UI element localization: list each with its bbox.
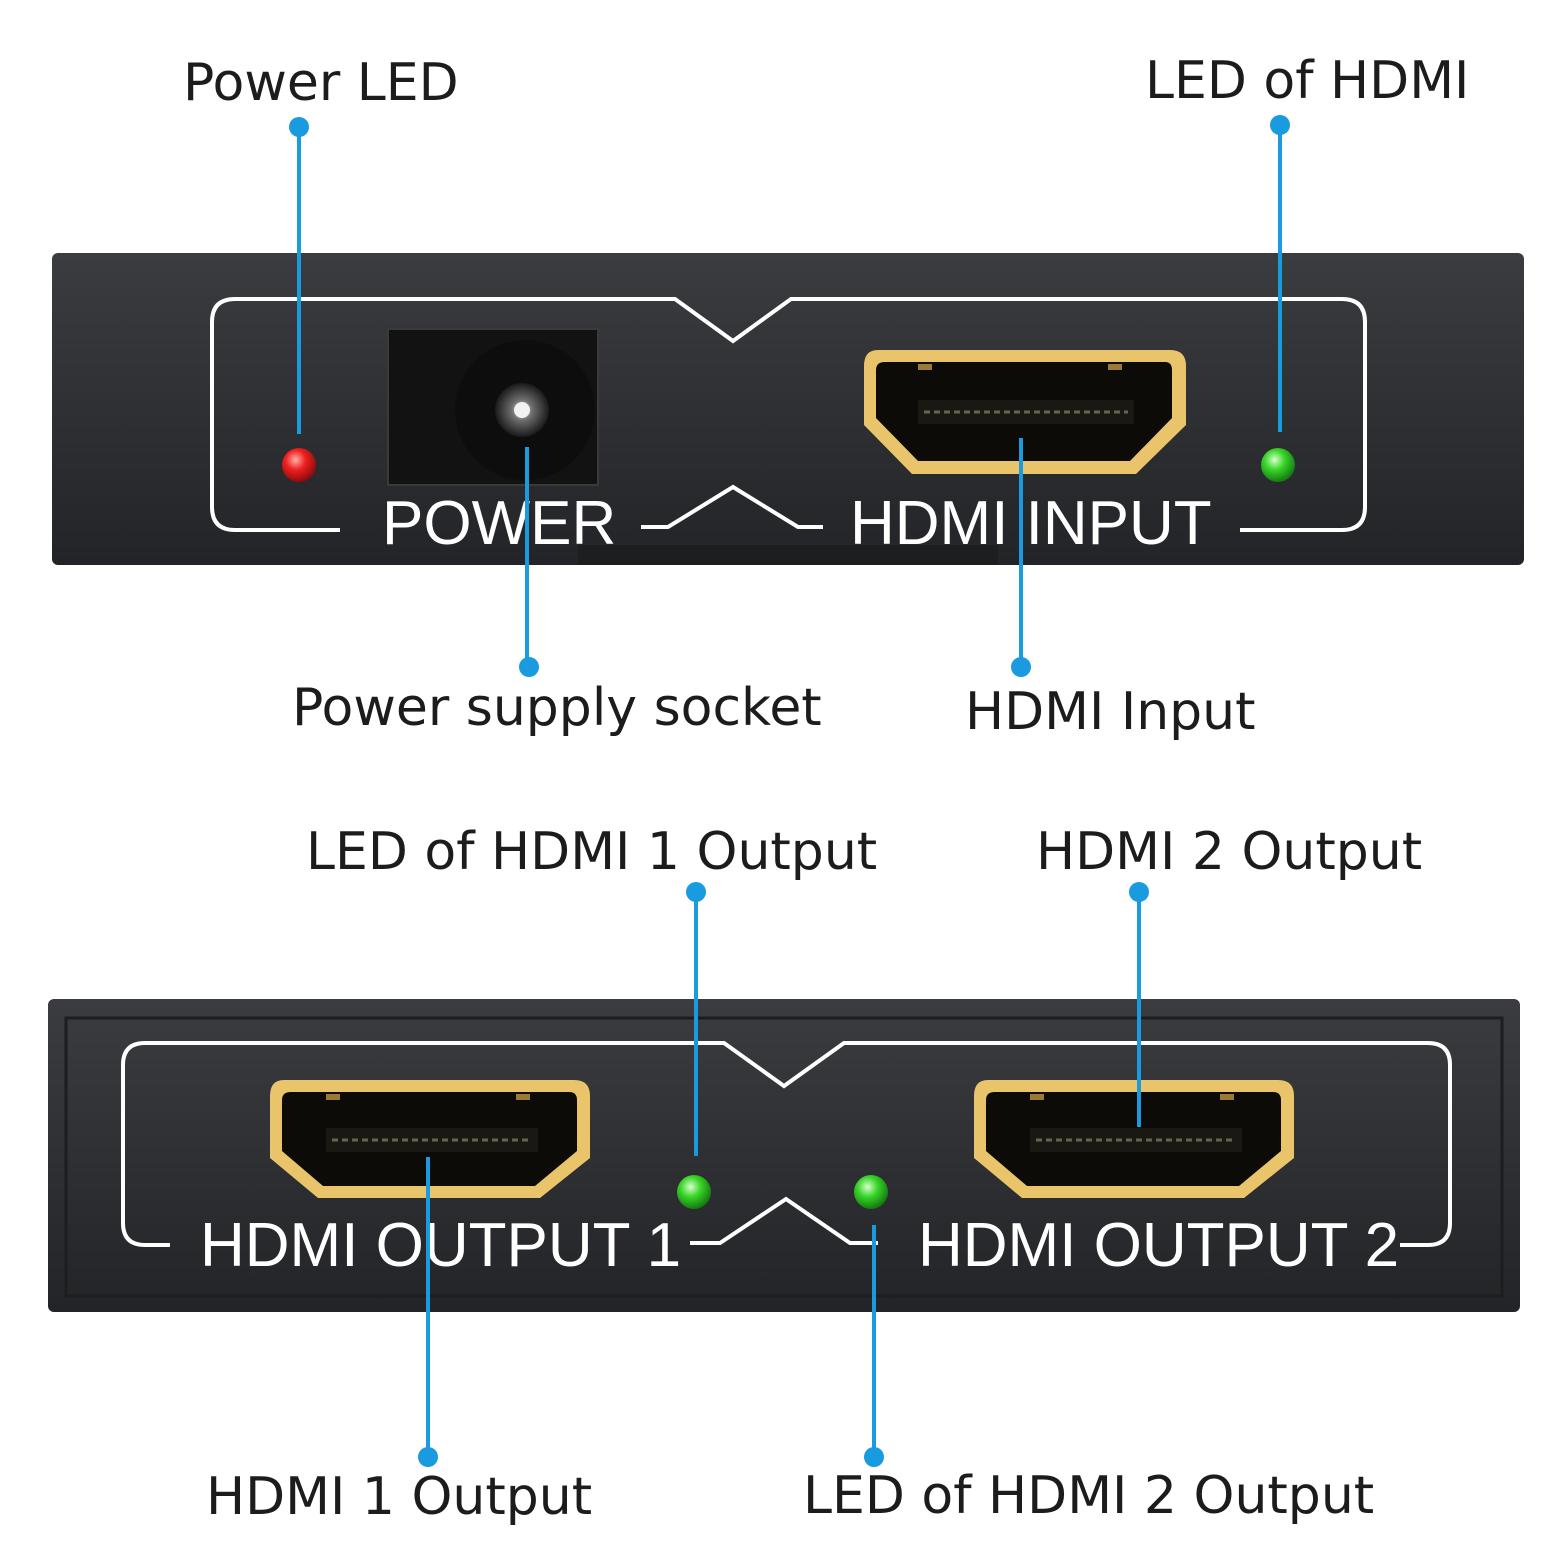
front-panel: POWER HDMI INPUT <box>52 253 1524 565</box>
callout-hdmi-1-output: HDMI 1 Output <box>206 1467 592 1527</box>
front-panel-chevron <box>641 484 823 529</box>
power-led-icon <box>282 448 316 482</box>
rear-panel-outline <box>121 1041 1452 1247</box>
rear-panel: HDMI OUTPUT 1 HDMI OUTPUT 2 <box>48 999 1520 1312</box>
callout-led-of-hdmi: LED of HDMI <box>1145 51 1469 111</box>
rear-panel-body <box>48 999 1520 1312</box>
front-panel-outline <box>210 297 1367 532</box>
leader-dot-hdmi-input <box>1011 657 1031 677</box>
hdmi-output-1-led-icon <box>677 1175 711 1209</box>
hdmi-input-port <box>864 350 1186 474</box>
front-panel-bottom-edge <box>578 545 998 565</box>
hdmi-output-2-port <box>974 1080 1294 1198</box>
leader-dot-power-supply-socket <box>519 657 539 677</box>
power-panel-label: POWER <box>382 489 616 558</box>
leader-dot-hdmi-1-output <box>418 1447 438 1467</box>
callout-power-supply-socket: Power supply socket <box>292 678 822 738</box>
leader-dot-power-led <box>289 117 309 137</box>
leader-lines <box>289 115 1290 1467</box>
rear-panel-chevron <box>690 1196 878 1245</box>
leader-dot-led-of-hdmi <box>1270 115 1290 135</box>
callout-power-led: Power LED <box>183 53 459 113</box>
leader-dot-led-of-hdmi-1-output <box>686 882 706 902</box>
callout-hdmi-input: HDMI Input <box>965 682 1256 742</box>
callout-led-of-hdmi-1-output: LED of HDMI 1 Output <box>306 822 877 882</box>
hdmi-output-2-led-icon <box>854 1175 888 1209</box>
hdmi-output-1-port <box>270 1080 590 1198</box>
callout-hdmi-2-output: HDMI 2 Output <box>1036 822 1422 882</box>
hdmi-output-1-panel-label: HDMI OUTPUT 1 <box>200 1211 681 1280</box>
power-supply-socket <box>387 328 599 486</box>
hdmi-input-led-icon <box>1261 448 1295 482</box>
leader-dot-hdmi-2-output <box>1129 882 1149 902</box>
hdmi-output-2-panel-label: HDMI OUTPUT 2 <box>918 1211 1399 1280</box>
rear-panel-inner-frame <box>64 1016 1504 1298</box>
callout-labels: Power LED LED of HDMI Power supply socke… <box>183 51 1469 1527</box>
callout-led-of-hdmi-2-output: LED of HDMI 2 Output <box>803 1466 1374 1526</box>
hdmi-input-panel-label: HDMI INPUT <box>850 489 1212 558</box>
leader-dot-led-of-hdmi-2-output <box>864 1447 884 1467</box>
